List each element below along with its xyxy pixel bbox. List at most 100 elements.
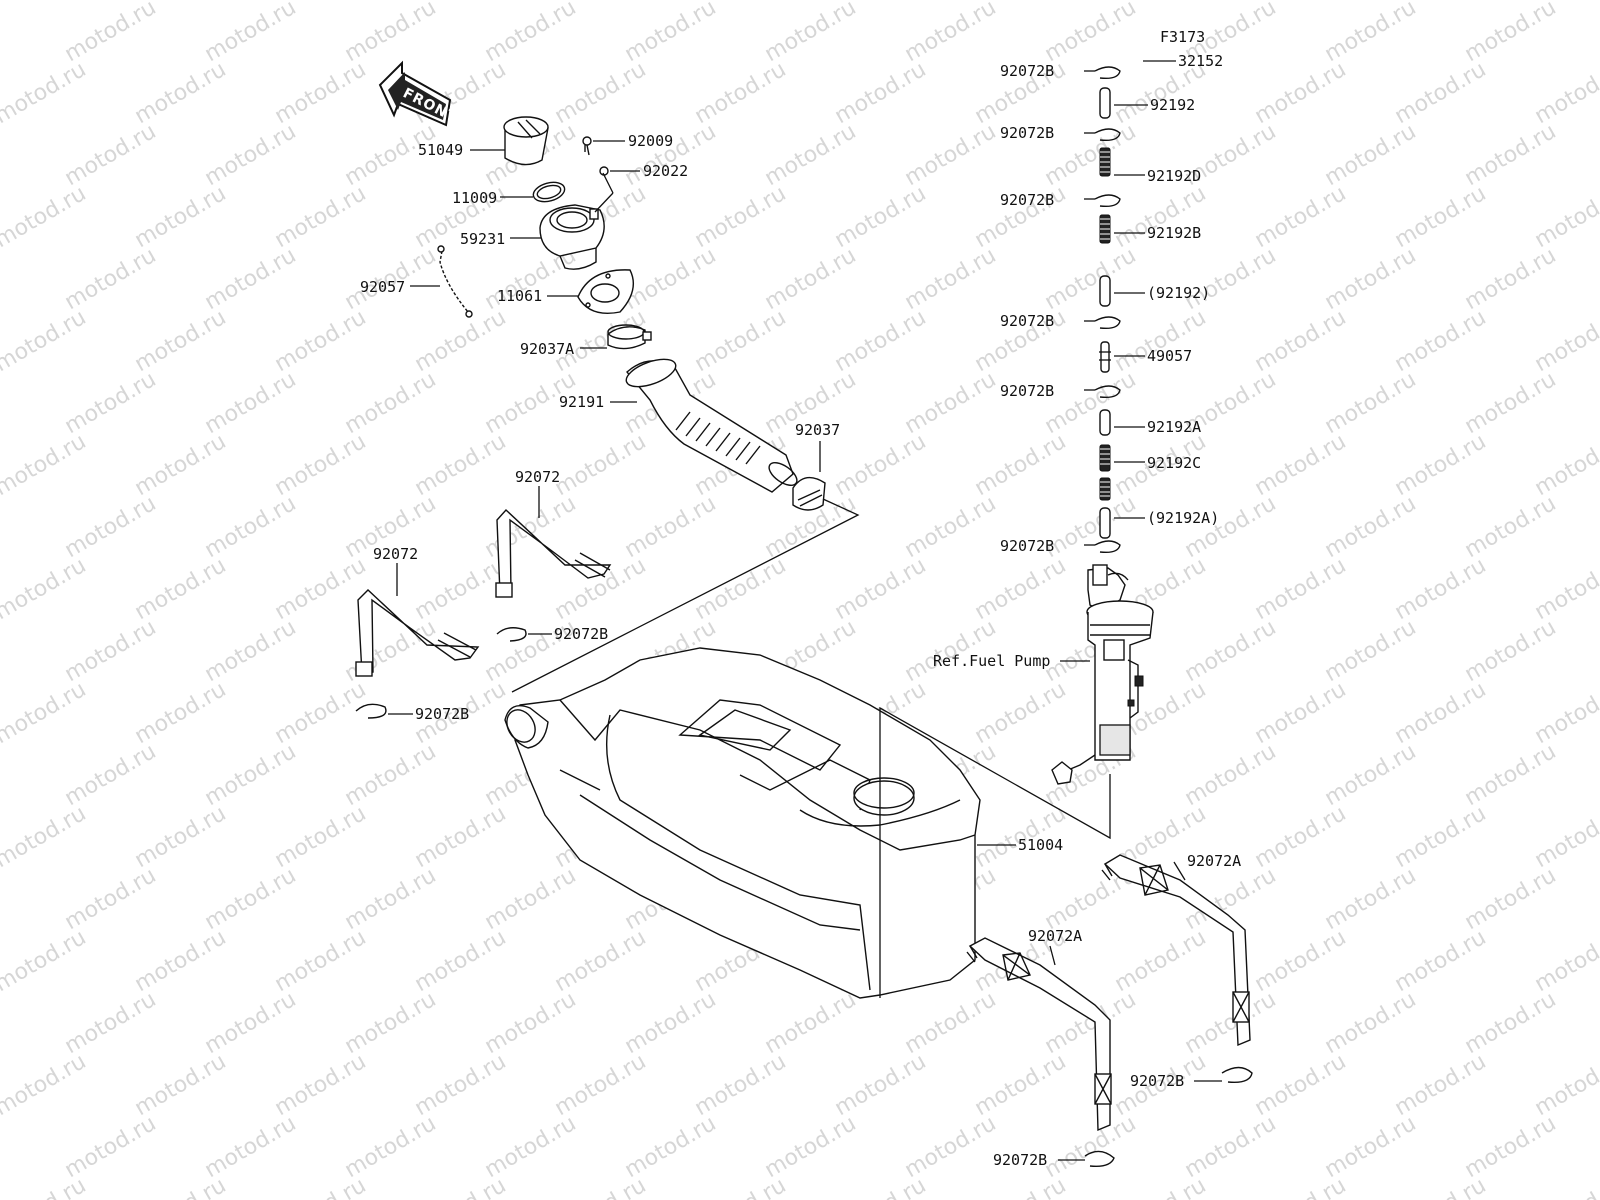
- label-92022: 92022: [643, 162, 688, 180]
- watermark-text: motod.ru: [341, 987, 441, 1059]
- label-92072B-r1: 92072B: [1000, 62, 1054, 80]
- watermark-text: motod.ru: [691, 1049, 791, 1121]
- watermark-text: motod.ru: [1181, 1111, 1281, 1183]
- watermark-text: motod.ru: [1181, 987, 1281, 1059]
- watermark-text: motod.ru: [1461, 863, 1561, 935]
- watermark-text: motod.ru: [551, 1049, 651, 1121]
- clip-r4-part: [1084, 316, 1121, 330]
- label-92072B-r4: 92072B: [1000, 312, 1054, 330]
- spring-tube-92192C-part: [1099, 444, 1145, 472]
- watermark-text: motod.ru: [0, 553, 90, 625]
- clip-r1-part: [1084, 66, 1121, 80]
- bolt-part: [582, 136, 625, 156]
- tank-strap-lower-part: [355, 563, 480, 677]
- watermark-text: motod.ru: [901, 491, 1001, 563]
- watermark-text: motod.ru: [1251, 553, 1351, 625]
- watermark-text: motod.ru: [131, 57, 231, 129]
- watermark-text: motod.ru: [201, 0, 301, 67]
- watermark-text: motod.ru: [0, 181, 90, 253]
- watermark-text: motod.ru: [131, 305, 231, 377]
- watermark-text: motod.ru: [61, 243, 161, 315]
- filler-neck-part: [510, 172, 614, 270]
- label-92072B-bottom: 92072B: [993, 1151, 1047, 1169]
- breather-tube-part: [1099, 25, 1176, 68]
- fitting-49057-part: [1099, 341, 1145, 373]
- gasket-ring-part: [500, 181, 566, 203]
- watermark-text: motod.ru: [201, 119, 301, 191]
- watermark-text: motod.ru: [1391, 801, 1491, 873]
- clip-r5-part: [1084, 385, 1121, 399]
- watermark-text: motod.ru: [1111, 305, 1211, 377]
- watermark-text: motod.ru: [901, 1111, 1001, 1183]
- watermark-text: motod.ru: [1391, 677, 1491, 749]
- label-92072B-r5: 92072B: [1000, 382, 1054, 400]
- watermark-text: motod.ru: [61, 615, 161, 687]
- watermark-text: motod.ru: [1461, 119, 1561, 191]
- watermark-text: motod.ru: [271, 305, 371, 377]
- spring-tube-92192D-part: [1099, 147, 1145, 177]
- watermark-text: motod.ru: [831, 305, 931, 377]
- watermark-text: motod.ru: [1461, 0, 1561, 67]
- watermark-text: motod.ru: [271, 1173, 371, 1200]
- label-92037A: 92037A: [520, 340, 574, 358]
- watermark-text: motod.ru: [1181, 615, 1281, 687]
- watermark-text: motod.ru: [1531, 677, 1600, 749]
- watermark-text: motod.ru: [61, 0, 161, 67]
- fuel-tank-part: [504, 647, 1016, 999]
- watermark-text: motod.ru: [1181, 491, 1281, 563]
- watermark-text: motod.ru: [761, 119, 861, 191]
- watermark-text: motod.ru: [1321, 0, 1421, 67]
- watermark-text: motod.ru: [61, 367, 161, 439]
- watermark-text: motod.ru: [131, 677, 231, 749]
- fuel-cap-part: [470, 116, 549, 166]
- watermark-text: motod.ru: [1531, 1173, 1600, 1200]
- label-92072A-mid: 92072A: [1028, 927, 1082, 945]
- watermark-text: motod.ru: [201, 739, 301, 811]
- watermark-text: motod.ru: [0, 0, 90, 5]
- watermark-text: motod.ru: [341, 1111, 441, 1183]
- watermark-text: motod.ru: [1111, 1173, 1211, 1200]
- label-92072B-r6: 92072B: [1000, 537, 1054, 555]
- watermark-text: motod.ru: [1181, 739, 1281, 811]
- watermark-text: motod.ru: [131, 181, 231, 253]
- watermark-text: motod.ru: [131, 553, 231, 625]
- watermark-text: motod.ru: [1321, 243, 1421, 315]
- label-92072B-r3: 92072B: [1000, 191, 1054, 209]
- watermark-text: motod.ru: [1251, 181, 1351, 253]
- label-92192D: 92192D: [1147, 167, 1201, 185]
- watermark-text: motod.ru: [1531, 925, 1600, 997]
- label-92037: 92037: [795, 421, 840, 439]
- filler-hose-part: [610, 358, 798, 493]
- watermark-text: motod.ru: [1041, 367, 1141, 439]
- watermark-text: motod.ru: [691, 1173, 791, 1200]
- watermark-text: motod.ru: [131, 1049, 231, 1121]
- watermark-text: motod.ru: [691, 553, 791, 625]
- watermark-text: motod.ru: [761, 987, 861, 1059]
- watermark-text: motod.ru: [0, 801, 90, 873]
- watermark-text: motod.ru: [1461, 739, 1561, 811]
- watermark-text: motod.ru: [1391, 57, 1491, 129]
- watermark-text: motod.ru: [1531, 429, 1600, 501]
- watermark-text: motod.ru: [1531, 305, 1600, 377]
- clip-r3-part: [1084, 194, 1121, 208]
- label-51049: 51049: [418, 141, 463, 159]
- watermark-text: motod.ru: [1461, 491, 1561, 563]
- watermark-text: motod.ru: [1111, 181, 1211, 253]
- label-92072B-bottom-right: 92072B: [1130, 1072, 1184, 1090]
- watermark-text: motod.ru: [1461, 1111, 1561, 1183]
- watermark-text: motod.ru: [201, 243, 301, 315]
- watermark-text: motod.ru: [481, 0, 581, 67]
- watermark-text: motod.ru: [761, 243, 861, 315]
- watermark-text: motod.ru: [61, 987, 161, 1059]
- watermark-text: motod.ru: [1251, 1049, 1351, 1121]
- label-51004: 51004: [1018, 836, 1063, 854]
- tube-92192A-part: [1099, 409, 1145, 436]
- watermark-text: motod.ru: [1391, 1173, 1491, 1200]
- watermark-text: motod.ru: [131, 1173, 231, 1200]
- watermark-text: motod.ru: [831, 553, 931, 625]
- watermark-text: motod.ru: [411, 1049, 511, 1121]
- label-59231: 59231: [460, 230, 505, 248]
- connector-line-hose: [511, 498, 860, 693]
- watermark-text: motod.ru: [1531, 553, 1600, 625]
- clip-bottom-part: [1058, 1150, 1115, 1168]
